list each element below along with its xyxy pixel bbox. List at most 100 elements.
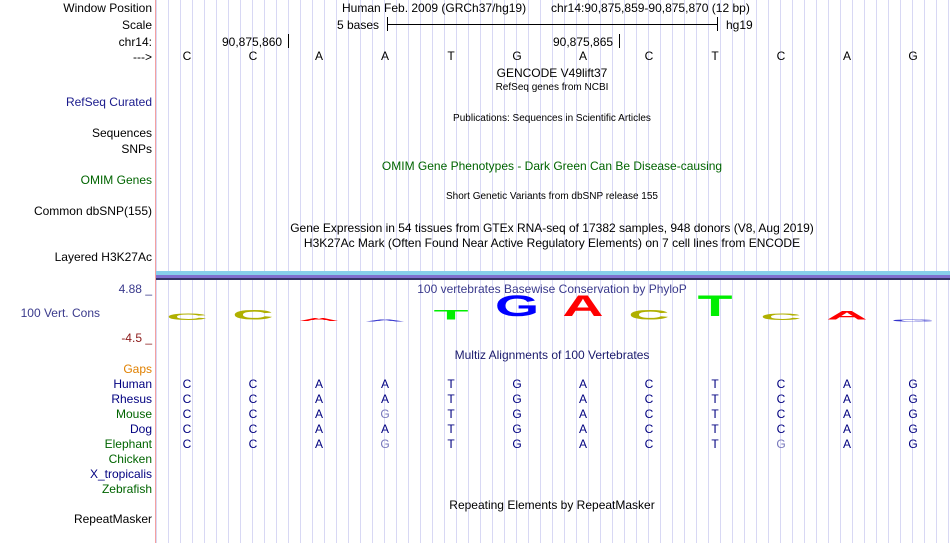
alignment-base: C [248, 422, 258, 436]
base: A [380, 49, 389, 63]
alignment-base: C [248, 392, 258, 406]
alignment-base: G [908, 407, 918, 421]
ruler-band-bottom [156, 278, 950, 280]
omim-genes-label[interactable]: OMIM Genes [80, 173, 152, 187]
alignment-base: T [711, 437, 719, 451]
logo-letter: G [494, 290, 540, 323]
label-divider [155, 0, 156, 543]
base: C [776, 49, 786, 63]
alignment-base: T [447, 407, 455, 421]
alignment-base: G [512, 422, 522, 436]
alignment-base: A [842, 422, 851, 436]
alignment-base: C [644, 377, 654, 391]
gtex-track-title[interactable]: Gene Expression in 54 tissues from GTEx … [290, 221, 814, 235]
logo-letter: T [433, 307, 469, 323]
dbsnp-track-title[interactable]: Short Genetic Variants from dbSNP releas… [446, 191, 658, 202]
alignment-base: G [908, 377, 918, 391]
alignment-base: T [447, 437, 455, 451]
base: C [182, 49, 192, 63]
species-label[interactable]: X_tropicalis [89, 467, 152, 481]
strand-label[interactable]: ---> [133, 50, 152, 64]
alignment-base: A [314, 437, 323, 451]
phylop-max: 4.88 _ [118, 282, 152, 296]
alignment-base: C [644, 422, 654, 436]
tick-label-2: 90,875,865 [553, 35, 614, 49]
publications-track-title[interactable]: Publications: Sequences in Scientific Ar… [453, 113, 651, 124]
base: C [644, 49, 654, 63]
repeatmasker-track-title[interactable]: Repeating Elements by RepeatMasker [449, 498, 655, 512]
alignment-base: C [248, 407, 258, 421]
omim-track-title[interactable]: OMIM Gene Phenotypes - Dark Green Can Be… [381, 159, 723, 173]
tick-mark-1 [288, 34, 289, 48]
alignment-base: A [314, 422, 323, 436]
alignment-base: G [908, 422, 918, 436]
alignment-base: A [842, 392, 851, 406]
ruler-band [156, 271, 950, 275]
refseq-curated-label[interactable]: RefSeq Curated [65, 95, 152, 109]
alignment-base: A [380, 422, 389, 436]
alignment-base: T [447, 392, 455, 406]
alignment-base: C [644, 392, 654, 406]
alignment-base: A [314, 407, 323, 421]
logo-letter: A [562, 290, 604, 323]
dbsnp-label[interactable]: Common dbSNP(155) [33, 204, 152, 218]
alignment-base: A [578, 437, 587, 451]
alignment-base: G [776, 437, 786, 451]
base: T [447, 49, 455, 63]
alignment-base: G [512, 407, 522, 421]
species-label[interactable]: Chicken [108, 452, 152, 466]
logo-letter: C [166, 312, 208, 323]
scale-bar [387, 24, 718, 25]
alignment-base: T [711, 392, 719, 406]
position-text: chr14:90,875,859-90,875,870 (12 bp) [551, 1, 750, 15]
base: G [908, 49, 918, 63]
species-label[interactable]: Rhesus [111, 392, 152, 406]
alignment-base: T [711, 377, 719, 391]
h3k27ac-track-title[interactable]: H3K27Ac Mark (Often Found Near Active Re… [303, 236, 801, 250]
scale-db: hg19 [726, 18, 753, 32]
base: T [711, 49, 719, 63]
alignment-base: G [380, 437, 390, 451]
repeatmasker-label[interactable]: RepeatMasker [73, 512, 152, 526]
snps-label[interactable]: SNPs [121, 142, 152, 156]
phylop-label[interactable]: 100 Vert. Cons [20, 306, 100, 320]
alignment-base: C [182, 437, 192, 451]
base: A [842, 49, 851, 63]
logo-letter: G [890, 319, 936, 323]
alignment-base: T [711, 422, 719, 436]
species-label[interactable]: Zebrafish [101, 482, 152, 496]
gaps-label: Gaps [123, 362, 152, 376]
base: G [512, 49, 522, 63]
logo-letter: A [298, 317, 340, 323]
alignment-base: C [248, 437, 258, 451]
species-label[interactable]: Elephant [104, 437, 152, 451]
alignment-base: T [447, 377, 455, 391]
logo-letter: A [826, 309, 868, 323]
scale-text: 5 bases [337, 18, 380, 32]
refseq-track-title[interactable]: RefSeq genes from NCBI [495, 82, 609, 93]
alignment-base: G [512, 377, 522, 391]
gencode-track-title[interactable]: GENCODE V49lift37 [496, 66, 608, 80]
alignment-base: A [578, 407, 587, 421]
species-label[interactable]: Dog [129, 422, 152, 436]
logo-letter: C [760, 312, 802, 323]
species-label[interactable]: Mouse [115, 407, 152, 421]
multiz-track-title[interactable]: Multiz Alignments of 100 Vertebrates [454, 348, 650, 362]
logo-letter: C [232, 307, 274, 323]
alignment-base: C [182, 392, 192, 406]
alignment-base: C [182, 377, 192, 391]
assembly-title: Human Feb. 2009 (GRCh37/hg19) [342, 1, 527, 15]
alignment-base: G [512, 437, 522, 451]
phylop-track-title[interactable]: 100 vertebrates Basewise Conservation by… [417, 282, 687, 296]
scale-bar-right [717, 17, 718, 31]
alignment-base: A [380, 392, 389, 406]
sequences-label[interactable]: Sequences [91, 126, 152, 140]
alignment-base: A [842, 407, 851, 421]
alignment-base: T [711, 407, 719, 421]
species-label[interactable]: Human [113, 377, 152, 391]
h3k27ac-label[interactable]: Layered H3K27Ac [54, 250, 152, 264]
alignment-base: A [578, 377, 587, 391]
alignment-base: C [182, 407, 192, 421]
alignment-base: A [842, 377, 851, 391]
alignment-base: G [512, 392, 522, 406]
